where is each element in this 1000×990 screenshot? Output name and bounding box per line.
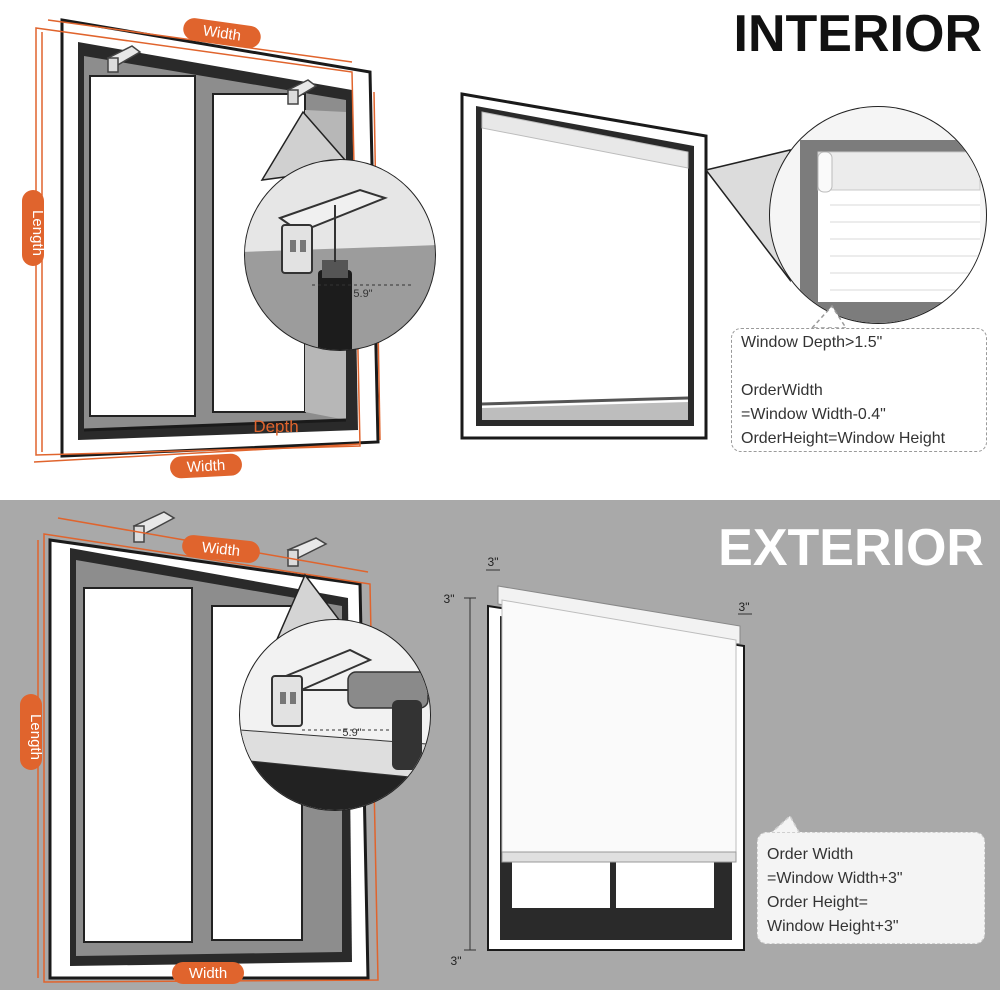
exterior-width-bottom-label: Width — [189, 965, 227, 982]
interior-shade-window — [462, 94, 706, 438]
interior-distance-label: 5.9" — [353, 288, 372, 300]
exterior-note-line-3: Order Height= — [767, 891, 984, 915]
interior-width-bottom-label: Width — [186, 457, 225, 476]
exterior-overlap-right-label: 3" — [739, 600, 750, 614]
interior-note-line-4: =Window Width-0.4" — [741, 403, 986, 427]
interior-note-line-1: Window Depth>1.5" — [741, 331, 986, 355]
exterior-note-line-2: =Window Width+3" — [767, 867, 984, 891]
interior-shade-callout — [706, 105, 990, 335]
interior-title: INTERIOR — [734, 8, 982, 60]
exterior-overlap-left-label: 3" — [444, 592, 455, 606]
exterior-overlap-bottom-label: 3" — [451, 954, 462, 968]
interior-note-line-2 — [741, 355, 986, 379]
exterior-order-note: Order Width =Window Width+3" Order Heigh… — [757, 832, 985, 944]
interior-note-line-3: OrderWidth — [741, 379, 986, 403]
exterior-shade-window — [488, 586, 744, 950]
interior-note-line-5: OrderHeight=Window Height — [741, 427, 986, 451]
interior-depth-label: Depth — [253, 417, 298, 436]
interior-length-label: Length — [29, 210, 46, 256]
exterior-note-line-4: Window Height+3" — [767, 915, 984, 939]
exterior-length-label: Length — [27, 714, 44, 760]
exterior-overlap-top-left-label: 3" — [488, 555, 499, 569]
exterior-note-line-1: Order Width — [767, 843, 984, 867]
interior-order-note: Window Depth>1.5" OrderWidth =Window Wid… — [731, 328, 987, 452]
exterior-title: EXTERIOR — [718, 522, 984, 574]
exterior-distance-label: 5.9" — [342, 727, 361, 739]
